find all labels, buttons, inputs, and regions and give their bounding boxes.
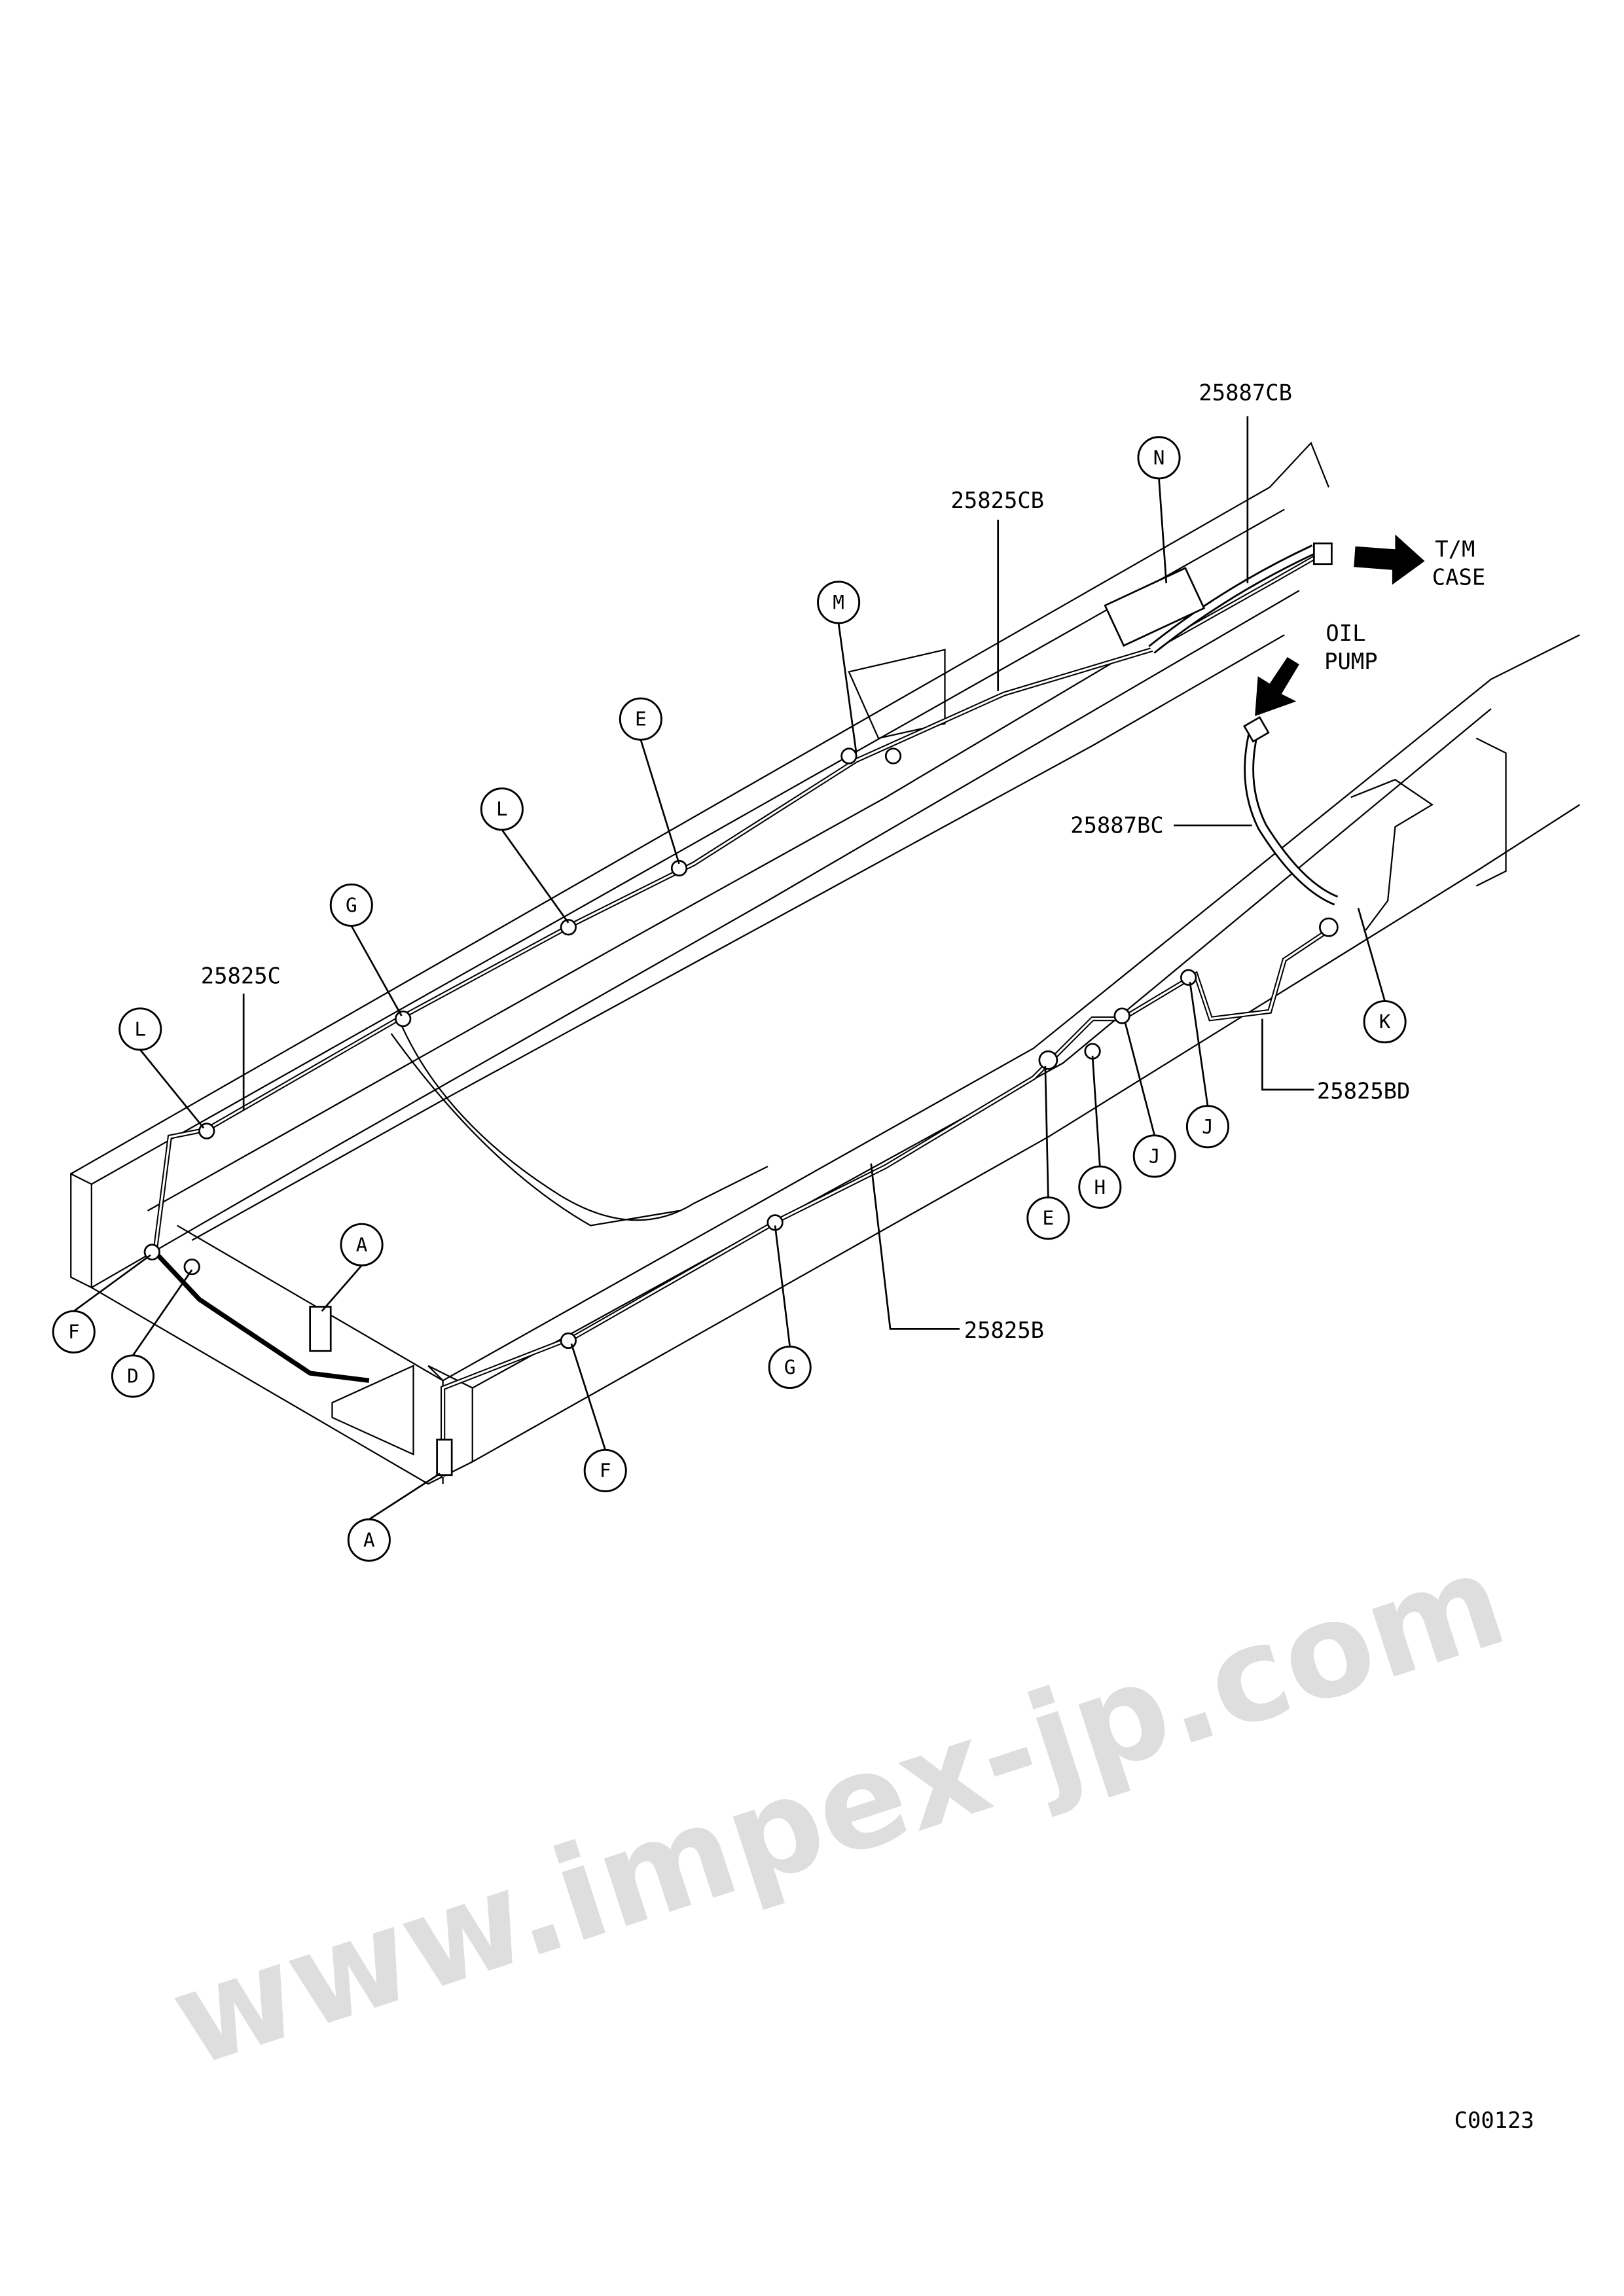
callout-E1: E <box>619 697 662 741</box>
watermark: www.impex-jp.com <box>154 1524 1522 2096</box>
callout-J1-label: J <box>1149 1145 1161 1167</box>
oil-pump-label-line2: PUMP <box>1324 649 1377 674</box>
chassis-frame <box>70 441 1580 1485</box>
arrow-to-tm-case-icon <box>1354 534 1425 585</box>
part-25825B: 25825B <box>964 1318 1044 1343</box>
arrow-from-oil-pump-icon <box>1255 656 1299 717</box>
tm-case-label-line1: T/M <box>1435 536 1475 562</box>
callouts: N M E L G L A F D A F G E H J J K <box>52 436 1407 1562</box>
callout-D-label: D <box>127 1365 139 1388</box>
callout-G2-label: G <box>784 1356 796 1378</box>
callout-G1-label: G <box>346 894 357 916</box>
callout-E1-label: E <box>635 708 647 730</box>
callout-M: M <box>817 581 861 624</box>
part-25825CB: 25825CB <box>951 488 1045 513</box>
part-25887CB: 25887CB <box>1199 380 1292 405</box>
callout-G1: G <box>329 883 373 927</box>
part-number-labels: 25887CB 25825CB 25887BC 25825C 25825BD 2… <box>201 380 1411 1343</box>
callout-J2-label: J <box>1202 1115 1214 1138</box>
oil-pump-label-line1: OIL <box>1326 620 1365 646</box>
callout-F1-label: F <box>68 1321 80 1343</box>
callout-H-label: H <box>1094 1176 1106 1198</box>
part-25825BD: 25825BD <box>1317 1078 1411 1103</box>
callout-G2: G <box>768 1345 812 1390</box>
part-25825C: 25825C <box>201 963 281 988</box>
callout-J1: J <box>1132 1134 1176 1178</box>
callout-L2-label: L <box>134 1018 146 1040</box>
callout-F1: F <box>52 1310 96 1354</box>
callout-J2: J <box>1185 1105 1230 1149</box>
callout-L2: L <box>118 1007 162 1051</box>
callout-N: N <box>1137 436 1181 480</box>
pipe-routing <box>143 542 1339 1477</box>
drawing-code: C00123 <box>1454 2108 1534 2133</box>
callout-F2: F <box>583 1448 627 1492</box>
callout-A1-label: A <box>356 1234 368 1256</box>
tm-case-label-line2: CASE <box>1432 564 1485 590</box>
callout-A2-label: A <box>363 1529 375 1551</box>
callout-E2: E <box>1026 1196 1070 1240</box>
callout-D: D <box>111 1354 155 1398</box>
callout-A2: A <box>347 1518 391 1562</box>
callout-A1: A <box>340 1223 384 1266</box>
callout-F2-label: F <box>600 1460 611 1482</box>
callout-N-label: N <box>1153 446 1165 469</box>
callout-E2-label: E <box>1043 1207 1055 1229</box>
callout-K: K <box>1363 1000 1407 1044</box>
part-25887BC: 25887BC <box>1070 812 1164 838</box>
callout-H: H <box>1078 1165 1122 1209</box>
callout-M-label: M <box>833 591 844 613</box>
callout-K-label: K <box>1379 1011 1391 1033</box>
callout-L1: L <box>480 787 524 831</box>
callout-L1-label: L <box>496 798 508 820</box>
direction-arrows: T/M CASE OIL PUMP <box>1255 534 1485 717</box>
